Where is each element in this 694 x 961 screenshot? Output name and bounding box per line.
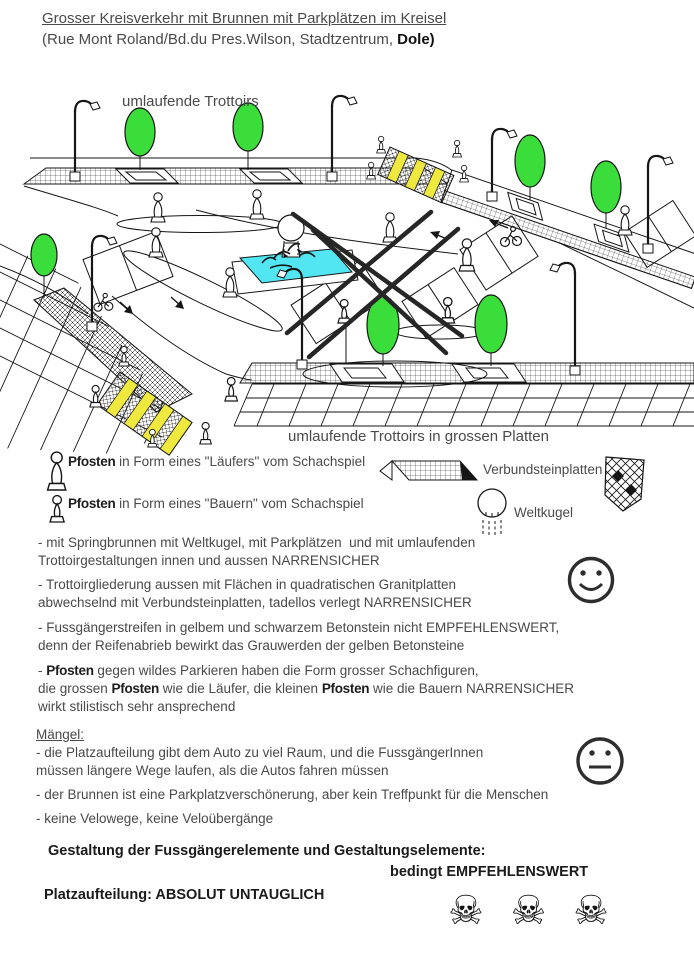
legend-pawn-bold: Pfosten: [68, 496, 116, 511]
assessment-line: - mit Springbrunnen mit Weltkugel, mit P…: [38, 535, 476, 550]
lamp-icon: [86, 234, 119, 332]
bishop-post: [249, 189, 265, 220]
verbundstein-sample: [604, 456, 645, 512]
legend-pawn-row: Pfosten in Form eines "Bauern" vom Schac…: [68, 496, 364, 511]
verbundstein-strip: [33, 287, 193, 413]
lamp-icon: [486, 127, 519, 202]
lamp-icon: [642, 154, 675, 254]
maengel-title: Mängel:: [36, 727, 85, 742]
fountain: [231, 214, 359, 295]
subtitle-city: Dole): [397, 31, 435, 48]
pawn-post: [224, 376, 239, 402]
maengel-line: - der Brunnen ist eine Parkplatzverschön…: [36, 787, 549, 802]
granite-plates-bottom: [233, 383, 694, 427]
tree: [590, 160, 622, 214]
seg-bold: Pfosten: [321, 681, 370, 696]
bishop-legend-icon: [46, 451, 67, 491]
page-title: Grosser Kreisverkehr mit Brunnen mit Par…: [42, 10, 447, 27]
pawn-post: [199, 421, 212, 445]
tree: [30, 233, 58, 277]
maengel-line: müssen längere Wege laufen, als die Auto…: [36, 763, 389, 778]
seg: gegen wildes Parkieren haben die Form gr…: [93, 663, 479, 678]
cyclist-icon: [499, 226, 523, 248]
verdict-design-label: Gestaltung der Fussgängerelemente und Ge…: [48, 843, 486, 859]
page-subtitle: (Rue Mont Roland/Bd.du Pres.Wilson, Stad…: [42, 31, 435, 48]
water-spray: [261, 242, 316, 269]
maengel-line: - keine Velowege, keine Veloübergänge: [36, 811, 274, 826]
label-sidewalks-top: umlaufende Trottoirs: [122, 93, 259, 110]
tree: [124, 107, 156, 157]
verdict-design-rating: bedingt EMPFEHLENSWERT: [390, 864, 589, 880]
legend-bishop-row: Pfosten in Form eines "Läufers" vom Scha…: [68, 454, 365, 469]
bishop-post: [148, 227, 164, 258]
tree: [232, 102, 264, 152]
assessment-line: - Pfosten gegen wildes Parkieren haben d…: [38, 663, 479, 678]
globe-legend-icon: [477, 488, 507, 536]
skull-icons: ☠ ☠ ☠: [448, 888, 617, 934]
assessment-line: - Trottoirgliederung aussen mit Flächen …: [38, 577, 456, 592]
smiley-happy-icon: [567, 556, 615, 604]
seg-bold: Pfosten: [111, 681, 160, 696]
assessment-line: die grossen Pfosten wie die Läufer, die …: [38, 681, 574, 696]
pawn-post: [440, 296, 456, 324]
pawn-post: [89, 384, 102, 408]
crosswalk-north: [377, 146, 455, 204]
bishop-post: [458, 238, 476, 272]
legend-weltkugel-label: Weltkugel: [514, 505, 574, 520]
assessment-line: - Fussgängerstreifen in gelbem und schwa…: [38, 620, 560, 635]
pawn-post: [337, 298, 352, 324]
legend-bishop-bold: Pfosten: [68, 454, 116, 469]
trees: [30, 102, 622, 366]
pawn-post: [376, 135, 386, 154]
crossout-x: [284, 209, 465, 360]
legend-pawn-rest: in Form eines "Bauern" vom Schachspiel: [115, 496, 364, 511]
tree: [474, 294, 508, 354]
pawn-post: [452, 139, 462, 158]
seg-bold: Pfosten: [46, 663, 94, 678]
assessment-line: denn der Reifenabrieb bewirkt das Grauwe…: [38, 638, 465, 653]
lamp-icon: [326, 94, 359, 182]
sidewalk-band-right: [440, 169, 694, 290]
legend-verbundstein-label: Verbundsteinplatten: [483, 462, 603, 477]
direction-marks: [93, 220, 523, 314]
seg: die grossen: [38, 681, 112, 696]
tree: [514, 134, 546, 188]
seg: -: [38, 663, 47, 678]
bishop-post: [617, 205, 633, 236]
legend-icons: [46, 451, 645, 536]
seg: wie die Läufer, die kleinen: [158, 681, 322, 696]
label-sidewalks-bottom: umlaufende Trottoirs in grossen Platten: [288, 428, 549, 445]
maengel-line: - die Platzaufteilung gibt dem Auto zu v…: [36, 745, 484, 760]
bishop-post: [382, 212, 398, 243]
pawn-legend-icon: [49, 494, 65, 523]
bishop-post: [150, 192, 166, 223]
lamp-icon: [69, 99, 102, 182]
subtitle-street: (Rue Mont Roland/Bd.du Pres.Wilson, Stad…: [42, 31, 398, 48]
assessment-line: abwechselnd mit Verbundsteinplatten, tad…: [38, 595, 472, 610]
verdict-layout-rating: Platzaufteilung: ABSOLUT UNTAUGLICH: [44, 887, 325, 903]
assessment-line: wirkt stilistisch sehr ansprechend: [38, 699, 236, 714]
smiley-neutral-icon: [576, 737, 624, 785]
assessment-line: Trottoirgestaltungen innen und aussen NA…: [38, 553, 380, 568]
legend-bishop-rest: in Form eines "Läufers" vom Schachspiel: [115, 454, 366, 469]
lamp-icon: [548, 261, 581, 376]
seg: wie die Bauern NARRENSICHER: [369, 681, 575, 696]
